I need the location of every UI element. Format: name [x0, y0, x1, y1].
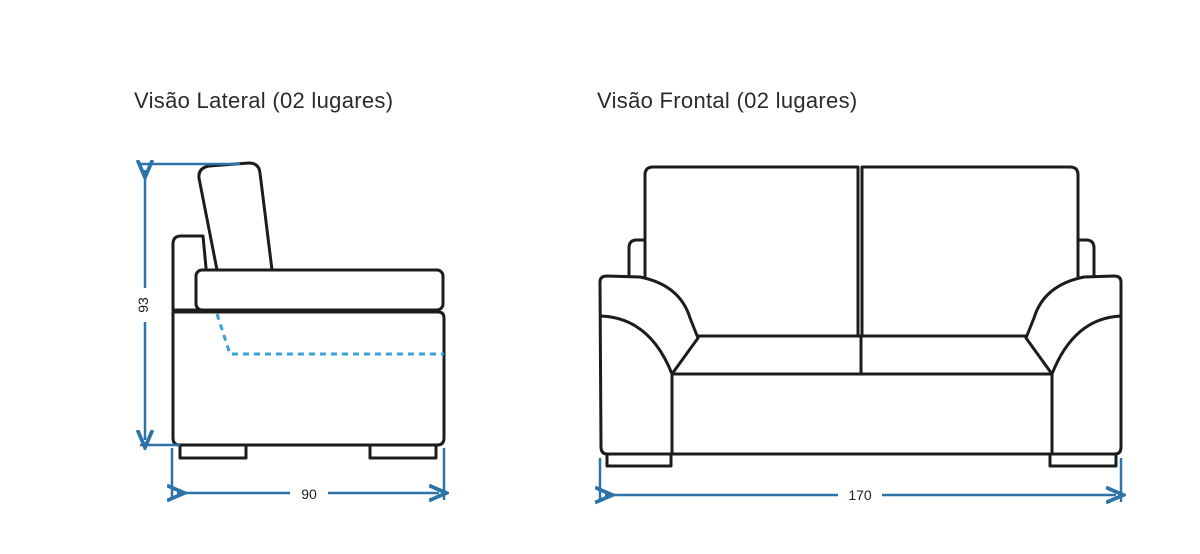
- side-view-sofa: [171, 161, 446, 460]
- side-base: [171, 310, 446, 447]
- front-right-back-post: [1074, 238, 1096, 287]
- front-left-back-cushion: [643, 165, 860, 340]
- front-width-dimension: 170: [600, 458, 1121, 503]
- side-view-title: Visão Lateral (02 lugares): [134, 88, 394, 113]
- side-depth-label: 90: [301, 486, 317, 502]
- side-seat-cushion: [194, 268, 445, 312]
- front-left-arm-inner: [600, 314, 674, 375]
- side-height-label: 93: [135, 297, 151, 313]
- side-depth-dimension: 90: [172, 448, 444, 502]
- front-width-label: 170: [848, 487, 872, 503]
- side-back-cushion: [197, 161, 274, 272]
- front-base: [670, 372, 1054, 456]
- front-right-arm-inner: [1050, 314, 1122, 375]
- front-view-sofa: [598, 165, 1123, 468]
- side-hidden-line: [215, 313, 444, 356]
- side-height-dimension: 93: [135, 164, 240, 445]
- front-view-title: Visão Frontal (02 lugares): [597, 88, 858, 113]
